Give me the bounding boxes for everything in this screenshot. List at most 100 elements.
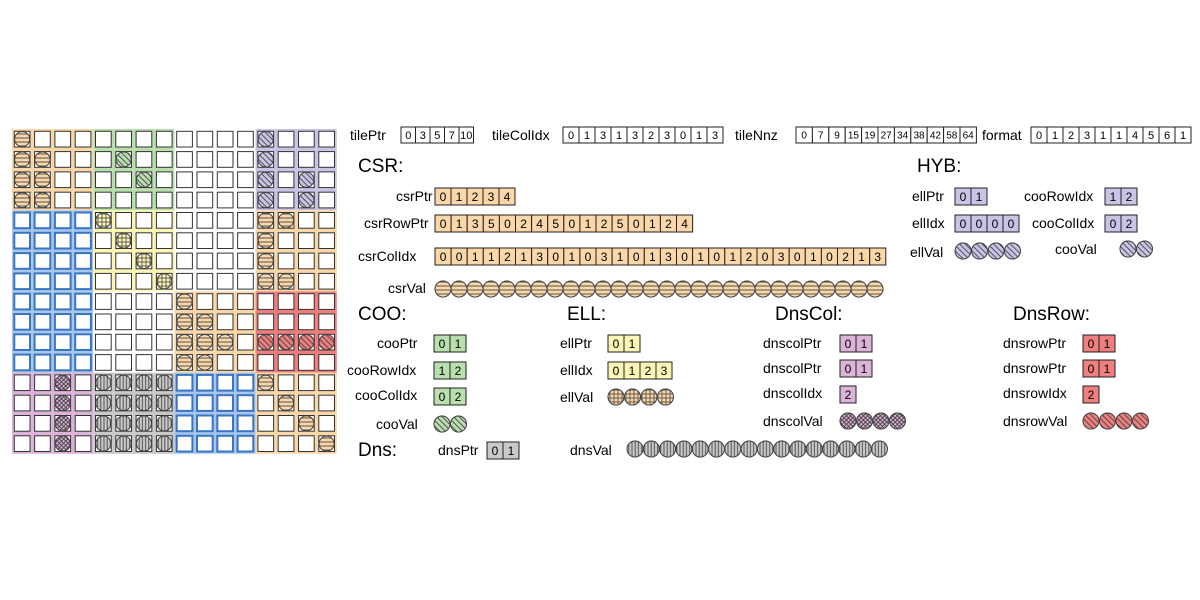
matrix-cell (196, 171, 214, 189)
matrix-cell (74, 130, 92, 148)
hyb-ellptr-label: ellPtr (912, 188, 944, 204)
array-cell: 0 (1082, 359, 1100, 378)
value-circle (770, 280, 788, 298)
matrix-cell (13, 435, 31, 452)
value-circle (691, 440, 709, 458)
array-value: 0 (439, 390, 446, 404)
array-cell: 42 (926, 126, 945, 144)
matrix-cell (277, 333, 295, 351)
array-value: 1 (472, 250, 479, 264)
array-value: 1 (861, 337, 868, 351)
dnscolptr2-label: dnscolPtr (763, 360, 822, 376)
array-cell: 2 (498, 247, 516, 266)
coorowidx-label: cooRowIdx (347, 362, 416, 378)
array-cell: 1 (450, 214, 468, 233)
dnsrowptr2-label: dnsrowPtr (1003, 360, 1066, 376)
array-value: 3 (661, 364, 668, 378)
matrix-cell (155, 151, 173, 168)
value-circle (482, 280, 500, 298)
array-value: 0 (1088, 362, 1095, 376)
array-value: 0 (826, 250, 833, 264)
array-cell: 3 (659, 247, 678, 266)
matrix-cell (236, 394, 255, 412)
matrix-cell (54, 191, 72, 209)
dnsptr-label: dnsPtr (438, 442, 479, 458)
matrix-cell (318, 293, 335, 310)
matrix-cell (33, 313, 52, 331)
array-cell: 1 (1098, 334, 1116, 353)
matrix-cell (237, 130, 254, 148)
matrix-cell (135, 272, 153, 290)
array-cell: 1 (690, 126, 708, 144)
hyb-ellval-values (954, 242, 1021, 260)
array-cell: 38 (910, 126, 928, 144)
array-cell: 1 (1104, 187, 1122, 206)
array-value: 5 (1148, 130, 1154, 142)
array-value: 3 (632, 130, 638, 142)
matrix-cell (298, 293, 315, 310)
array-value: 2 (601, 217, 608, 231)
array-value: 0 (960, 217, 967, 231)
matrix-cell (237, 212, 254, 229)
matrix-cell (196, 130, 214, 148)
matrix-cell (298, 272, 315, 290)
array-value: 2 (1126, 217, 1133, 231)
array-value: 0 (1008, 217, 1015, 231)
array-value: 0 (492, 444, 499, 458)
array-value: 3 (488, 190, 495, 204)
matrix-cell (95, 333, 112, 351)
array-value: 6 (1164, 130, 1170, 142)
value-circle (724, 440, 742, 458)
matrix-cell (298, 191, 315, 209)
array-value: 1 (861, 362, 868, 376)
matrix-cell (237, 191, 254, 209)
array-cell: 0 (788, 247, 806, 266)
value-circle (659, 440, 677, 458)
matrix-cell (135, 415, 153, 432)
array-cell: 0 (450, 247, 468, 266)
matrix-cell (115, 374, 133, 392)
matrix-cell (216, 354, 234, 371)
matrix-cell (135, 212, 153, 229)
matrix-cell (115, 272, 133, 290)
matrix-cell (115, 191, 133, 209)
matrix-cell (298, 374, 315, 392)
matrix-cell (257, 151, 275, 168)
matrix-cell (115, 212, 133, 229)
matrix-cell (257, 272, 275, 290)
matrix-cell (237, 354, 254, 371)
ellidx-label: ellIdx (560, 362, 593, 378)
array-cell: 2 (639, 361, 657, 380)
matrix-cell (216, 434, 235, 453)
matrix-cell (298, 151, 315, 168)
csrrowptr-label: csrRowPtr (364, 215, 429, 231)
value-circle (789, 440, 807, 458)
matrix-cell (135, 435, 153, 452)
value-circle (514, 280, 532, 298)
matrix-cell (216, 293, 234, 310)
matrix-cell (74, 435, 92, 452)
matrix-cell (257, 130, 275, 148)
matrix-cell (95, 293, 112, 310)
array-value: 0 (762, 250, 769, 264)
value-circle (642, 440, 660, 458)
array-value: 1 (1100, 130, 1106, 142)
csr-title: CSR: (358, 156, 403, 177)
array-cell: 0 (627, 247, 645, 266)
matrix-cell (115, 333, 133, 351)
matrix-cell (216, 130, 234, 148)
array-cell: 64 (959, 126, 977, 144)
array-cell: 0 (708, 247, 726, 266)
matrix-cell (318, 212, 335, 229)
value-circle (822, 440, 840, 458)
matrix-cell (13, 292, 31, 311)
array-cell: 2 (595, 214, 613, 233)
array-value: 1 (585, 217, 592, 231)
matrix-cell (74, 272, 92, 291)
value-circle (850, 280, 868, 298)
array-cell: 5 (1142, 126, 1160, 144)
